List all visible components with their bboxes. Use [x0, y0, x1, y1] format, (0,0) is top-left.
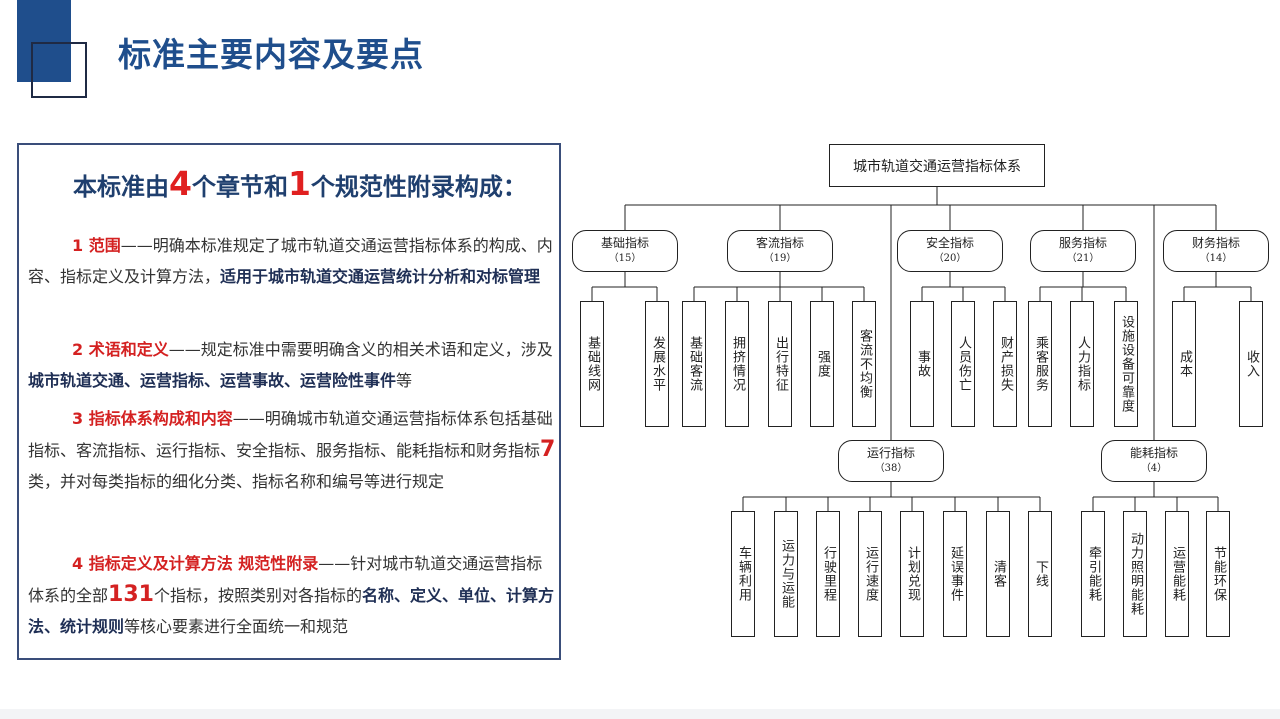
panel-heading: 本标准由4个章节和1个规范性附录构成：	[73, 164, 527, 207]
slide-title: 标准主要内容及要点	[118, 35, 424, 74]
leaf-node: 牵引能耗	[1081, 511, 1105, 637]
group-count: （21）	[1066, 253, 1100, 264]
section-scope: 1 范围——明确本标准规定了城市轨道交通运营指标体系的构成、内容、指标定义及计算…	[28, 230, 556, 292]
title-accent-frame	[31, 42, 87, 98]
leaf-node: 基础客流	[682, 301, 706, 427]
section-text: 个指标，按照类别对各指标的	[153, 586, 362, 605]
group-name: 运行指标	[866, 446, 915, 460]
top-group-node: 安全指标 （20）	[897, 230, 1003, 272]
leaf-node: 行驶里程	[816, 511, 840, 637]
leaf-node: 车辆利用	[731, 511, 755, 637]
leaf-node: 强度	[810, 301, 834, 427]
group-count: （20）	[933, 253, 967, 264]
leaf-node: 人员伤亡	[951, 301, 975, 427]
leaf-node: 运行速度	[858, 511, 882, 637]
group-name: 服务指标	[1058, 236, 1107, 250]
leaf-node: 下线	[1028, 511, 1052, 637]
group-name: 客流指标	[755, 236, 804, 250]
leaf-node: 计划兑现	[900, 511, 924, 637]
summary-panel: 本标准由4个章节和1个规范性附录构成： 1 范围——明确本标准规定了城市轨道交通…	[17, 143, 561, 660]
section-text: ——针对城市轨道交通运营指标体系的全部	[28, 554, 543, 605]
section-text: ——规定标准中需要明确含义的相关术语和定义，涉及	[168, 340, 553, 359]
section-text: 等核心要素进行全面统一和规范	[124, 617, 349, 636]
chapter-count: 4	[169, 164, 192, 203]
section-label: 2 术语和定义	[72, 340, 169, 359]
top-group-node: 财务指标 （14）	[1163, 230, 1269, 272]
leaf-node: 发展水平	[645, 301, 669, 427]
leaf-node: 人力指标	[1070, 301, 1094, 427]
leaf-node: 成本	[1172, 301, 1196, 427]
group-count: （14）	[1199, 253, 1233, 264]
leaf-node: 乘客服务	[1028, 301, 1052, 427]
root-node: 城市轨道交通运营指标体系	[829, 144, 1045, 187]
section-label: 4 指标定义及计算方法 规范性附录	[72, 554, 319, 573]
leaf-node: 客流不均衡	[852, 301, 876, 427]
section-text: ——明确本标准规定了城市轨道交通运营指标体系的构成、内容、指标定义及计算方法，	[28, 236, 553, 286]
section-emphasis: 适用于城市轨道交通运营统计分析和对标管理	[220, 267, 541, 286]
group-name: 财务指标	[1191, 236, 1240, 250]
section-terms: 2 术语和定义——规定标准中需要明确含义的相关术语和定义，涉及城市轨道交通、运营…	[28, 334, 556, 396]
heading-text: 个章节和	[191, 173, 288, 201]
heading-text: 个规范性附录构成：	[310, 173, 527, 201]
bottom-group-node: 运行指标 （38）	[838, 440, 944, 482]
section-system: 3 指标体系构成和内容——明确城市轨道交通运营指标体系包括基础指标、客流指标、运…	[28, 403, 556, 497]
leaf-node: 拥挤情况	[725, 301, 749, 427]
top-group-node: 基础指标 （15）	[572, 230, 678, 272]
leaf-node: 出行特征	[768, 301, 792, 427]
leaf-node: 设施设备可靠度	[1114, 301, 1138, 427]
section-emphasis: 名称、定义、单位、计算方法、统计规则	[28, 586, 554, 636]
group-name: 基础指标	[600, 236, 649, 250]
leaf-node: 清客	[986, 511, 1010, 637]
leaf-node: 运营能耗	[1165, 511, 1189, 637]
group-count: （38）	[874, 463, 908, 474]
leaf-node: 运力与运能	[774, 511, 798, 637]
group-count: （19）	[763, 253, 797, 264]
group-count: （4）	[1140, 463, 1168, 474]
section-label: 1 范围	[72, 236, 121, 255]
section-definitions: 4 指标定义及计算方法 规范性附录——针对城市轨道交通运营指标体系的全部131个…	[28, 548, 556, 642]
group-name: 能耗指标	[1129, 446, 1178, 460]
leaf-node: 动力照明能耗	[1123, 511, 1147, 637]
heading-text: 本标准由	[73, 173, 169, 201]
leaf-node: 节能环保	[1206, 511, 1230, 637]
indicator-count: 131	[108, 582, 154, 607]
top-group-node: 服务指标 （21）	[1030, 230, 1136, 272]
appendix-count: 1	[287, 164, 311, 203]
bottom-group-node: 能耗指标 （4）	[1101, 440, 1207, 482]
leaf-node: 基础线网	[580, 301, 604, 427]
section-text: ——明确城市轨道交通运营指标体系包括基础指标、客流指标、运行指标、安全指标、服务…	[28, 409, 553, 460]
top-group-node: 客流指标 （19）	[727, 230, 833, 272]
title-accent-block	[17, 0, 71, 82]
section-label: 3 指标体系构成和内容	[72, 409, 233, 428]
group-count: （15）	[608, 253, 642, 264]
leaf-node: 延误事件	[943, 511, 967, 637]
category-count: 7	[540, 437, 556, 462]
section-emphasis: 城市轨道交通、运营指标、运营事故、运营险性事件	[28, 371, 397, 390]
leaf-node: 事故	[910, 301, 934, 427]
section-text: 等	[396, 371, 413, 390]
group-name: 安全指标	[925, 236, 974, 250]
slide-footer-bar	[0, 709, 1280, 719]
leaf-node: 财产损失	[993, 301, 1017, 427]
leaf-node: 收入	[1239, 301, 1263, 427]
section-text: 类，并对每类指标的细化分类、指标名称和编号等进行规定	[28, 472, 445, 491]
